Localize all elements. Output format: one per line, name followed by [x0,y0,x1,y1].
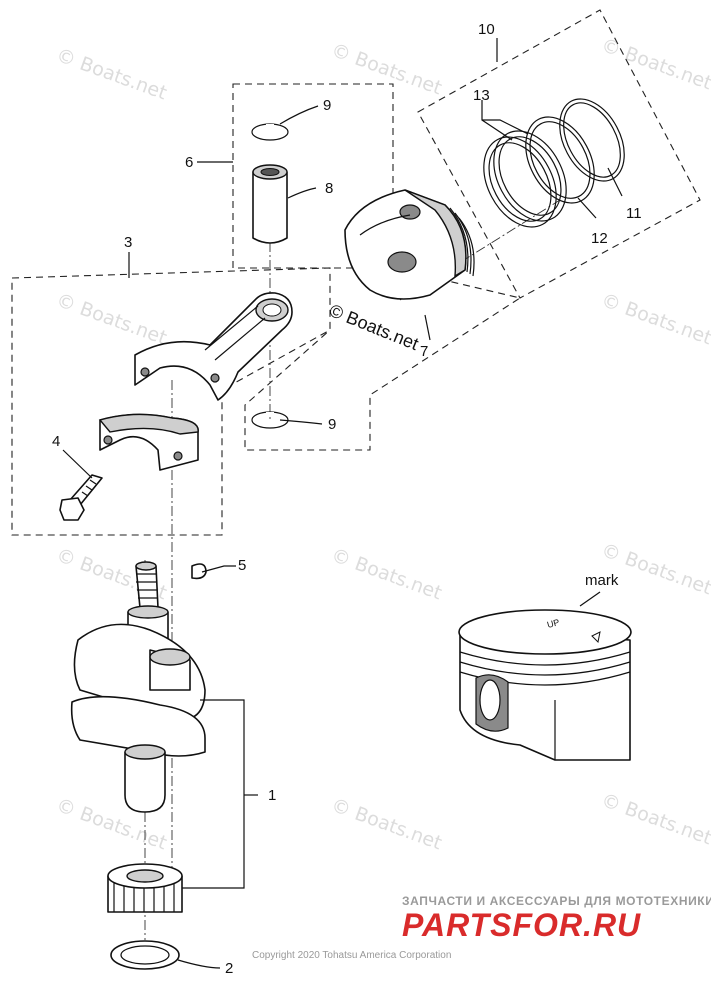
callout-7: 7 [420,343,428,360]
callout-9-lower: 9 [328,416,336,433]
woodruff-key [191,563,207,580]
connecting-rod [134,292,293,401]
watermark: © Boats.net [598,539,711,599]
watermark: © Boats.net [328,794,444,854]
piston-stamp: UP [546,617,561,630]
copyright-text: Copyright 2020 Tohatsu America Corporati… [252,950,451,961]
mark-label: mark [585,572,619,589]
piston-detail: UP [458,609,632,761]
group-box-7 [244,267,522,451]
piston-ring-11 [559,96,625,182]
callout-2: 2 [225,960,233,977]
piston-pin-clip-lower [251,411,289,429]
watermark: © Boats.net [328,544,444,604]
center-watermark: © Boats.net [327,300,422,354]
rod-bolt [59,474,103,521]
watermark: © Boats.net [53,289,169,349]
callout-5: 5 [238,557,246,574]
group-box-10 [417,9,701,299]
piston-ring-12 [525,116,595,204]
leader-lines [62,38,623,969]
group-box-6 [232,83,394,269]
brand-logo: PARTSFOR.RU [402,907,641,943]
callout-12: 12 [591,230,608,247]
callout-9-upper: 9 [323,97,331,114]
callout-10: 10 [478,21,495,38]
callout-4: 4 [52,433,60,450]
piston-pin-clip-upper [251,123,289,141]
group-box-3 [11,267,331,536]
callout-6: 6 [185,154,193,171]
group-boxes [11,9,701,536]
rod-cap [98,413,199,471]
callout-8: 8 [325,180,333,197]
brand-tagline: ЗАПЧАСТИ И АКСЕССУАРЫ ДЛЯ МОТОТЕХНИКИ [402,894,711,908]
crankshaft [70,561,206,813]
watermark: © Boats.net [53,44,169,104]
piston [344,189,475,300]
callout-11: 11 [626,205,642,222]
callout-numbers: 1 2 3 4 5 6 7 8 9 9 10 11 12 13 [52,21,642,977]
callout-3: 3 [124,234,132,251]
watermark: © Boats.net [598,34,711,94]
watermark: © Boats.net [328,39,444,99]
crank-sprocket [107,863,183,913]
watermark: © Boats.net [598,789,711,849]
triangle-mark-icon [591,631,601,644]
callout-13: 13 [473,87,490,104]
thrust-washer [110,940,180,970]
watermark: © Boats.net [598,289,711,349]
piston-pin [252,164,288,244]
callout-1: 1 [268,787,276,804]
piston-rings-13 [483,130,567,228]
